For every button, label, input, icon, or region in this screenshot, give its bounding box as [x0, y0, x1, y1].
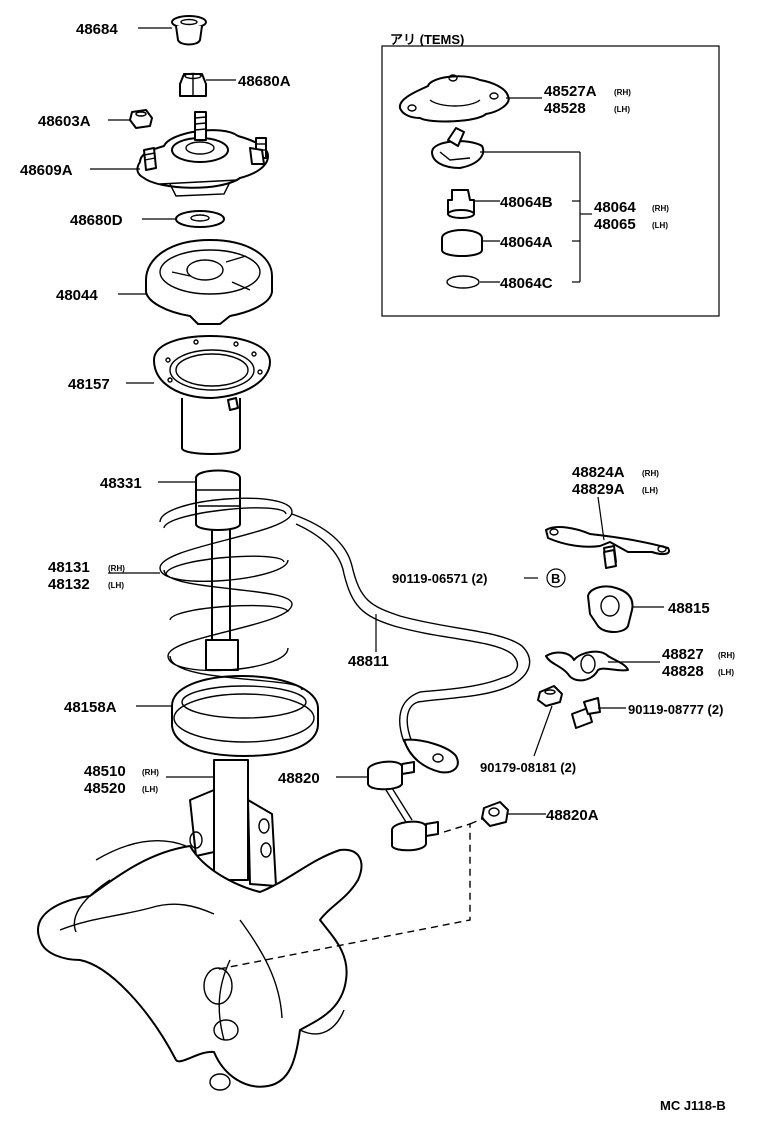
part-48680d-washer: [175, 210, 225, 228]
part-steering-knuckle: [37, 840, 363, 1091]
callout-48131: 48131: [48, 559, 90, 576]
callout-48065: 48065: [594, 216, 636, 233]
callout-48132: 48132: [48, 576, 90, 593]
part-nut-90179-08181: [537, 685, 563, 707]
callout-48680d: 48680D: [70, 212, 123, 229]
callout-90119-06571: 90119-06571 (2): [392, 571, 487, 586]
callout-48064a: 48064A: [500, 234, 553, 251]
part-48827-bracket: [545, 650, 629, 682]
part-coil-spring: [159, 497, 303, 691]
part-bolt-90119-08777: [571, 697, 601, 729]
part-48603a-nut: [129, 109, 153, 129]
callout-48828: 48828: [662, 663, 704, 680]
callout-48528-suffix: (LH): [614, 105, 630, 114]
callout-48510-suffix: (RH): [142, 768, 159, 777]
labels: 48684 48680A 48603A 48609A 48680D 48044 …: [20, 21, 735, 1113]
callout-48528: 48528: [544, 100, 586, 117]
callout-48824a-suffix: (RH): [642, 469, 659, 478]
callout-48331: 48331: [100, 475, 142, 492]
callout-48064c: 48064C: [500, 275, 553, 292]
part-48820-link: [367, 760, 439, 852]
callout-48820a: 48820A: [546, 807, 599, 824]
figure-code: MC J118-B: [660, 1098, 726, 1113]
part-48064a: [441, 229, 483, 257]
part-bolt-90119-06571: [603, 549, 617, 569]
leader-lines: [90, 27, 664, 815]
callout-48520: 48520: [84, 780, 126, 797]
part-48680a-nut: [179, 72, 207, 97]
callout-48820: 48820: [278, 770, 320, 787]
callout-48064-suffix: (RH): [652, 204, 669, 213]
callout-48132-suffix: (LH): [108, 581, 124, 590]
part-shock-absorber: [171, 469, 319, 887]
callout-48680a: 48680A: [238, 73, 291, 90]
part-48609a-support: [136, 111, 269, 197]
b-marker-letter: B: [551, 571, 560, 586]
callout-48510: 48510: [84, 763, 126, 780]
part-upper-support-plate: [398, 74, 510, 123]
callout-48158a: 48158A: [64, 699, 117, 716]
part-48044-seat: [145, 239, 273, 325]
part-48064b: [447, 189, 475, 219]
callout-48828-suffix: (LH): [718, 668, 734, 677]
callout-48520-suffix: (LH): [142, 785, 158, 794]
callout-48064b: 48064B: [500, 194, 553, 211]
part-stabilizer-bar: [291, 513, 531, 774]
part-48684-cap: [171, 15, 207, 46]
callout-48824a: 48824A: [572, 464, 625, 481]
callout-48827-suffix: (RH): [718, 651, 735, 660]
callout-48684: 48684: [76, 21, 118, 38]
callout-48157: 48157: [68, 376, 110, 393]
part-48815-bushing: [587, 585, 634, 633]
callout-48527a: 48527A: [544, 83, 597, 100]
part-tems-bracket: [431, 127, 485, 169]
callout-48609a: 48609A: [20, 162, 73, 179]
callout-48603a: 48603A: [38, 113, 91, 130]
part-48157-insulator: [153, 335, 271, 455]
part-48064c: [446, 275, 480, 289]
callout-48527a-suffix: (RH): [614, 88, 631, 97]
callout-48827: 48827: [662, 646, 704, 663]
tems-inset: アリ (TEMS): [381, 32, 720, 317]
callout-48811: 48811: [348, 653, 389, 670]
inset-title: アリ (TEMS): [390, 32, 464, 47]
part-48820a-nut: [481, 801, 509, 827]
b-marker-circle: [546, 568, 566, 588]
callout-90119-08777: 90119-08777 (2): [628, 702, 723, 717]
callout-48829a: 48829A: [572, 481, 625, 498]
callout-90179-08181: 90179-08181 (2): [480, 760, 576, 775]
callout-48044: 48044: [56, 287, 98, 304]
callout-48815: 48815: [668, 600, 710, 617]
callout-48829a-suffix: (LH): [642, 486, 658, 495]
callout-48064: 48064: [594, 199, 636, 216]
callout-48131-suffix: (RH): [108, 564, 125, 573]
callout-48065-suffix: (LH): [652, 221, 668, 230]
